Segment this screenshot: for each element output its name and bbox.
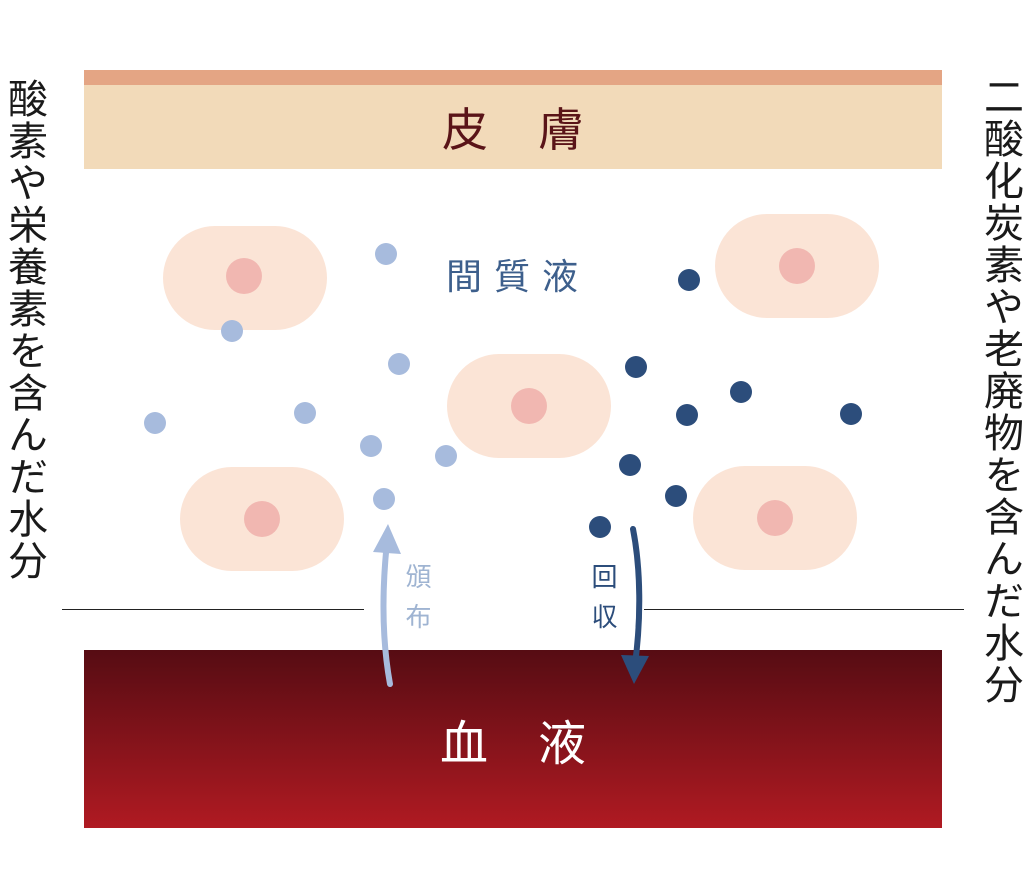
waste-dot xyxy=(730,381,752,403)
oxygen-dot xyxy=(221,320,243,342)
distribute-label: 頒布 xyxy=(403,563,429,643)
waste-dot xyxy=(625,356,647,378)
waste-dot xyxy=(589,516,611,538)
oxygen-dot xyxy=(360,435,382,457)
waste-dot xyxy=(619,454,641,476)
oxygen-dot xyxy=(294,402,316,424)
waste-dot xyxy=(676,404,698,426)
cell xyxy=(715,214,879,318)
cell xyxy=(693,466,857,570)
cell-nucleus xyxy=(226,258,262,294)
waste-dot xyxy=(665,485,687,507)
distribute-arrow xyxy=(373,524,401,684)
cell-nucleus xyxy=(757,500,793,536)
cell xyxy=(163,226,327,330)
oxygen-dot xyxy=(373,488,395,510)
waste-dot xyxy=(840,403,862,425)
collect-arrow xyxy=(621,529,649,684)
cell-nucleus xyxy=(779,248,815,284)
oxygen-dot xyxy=(144,412,166,434)
cell-nucleus xyxy=(511,388,547,424)
cell xyxy=(447,354,611,458)
oxygen-dot xyxy=(375,243,397,265)
waste-dot xyxy=(678,269,700,291)
oxygen-dot xyxy=(435,445,457,467)
cell xyxy=(180,467,344,571)
collect-label: 回収 xyxy=(589,563,615,643)
cell-nucleus xyxy=(244,501,280,537)
oxygen-dot xyxy=(388,353,410,375)
interstitial-fluid-label: 間質液 xyxy=(446,248,590,300)
